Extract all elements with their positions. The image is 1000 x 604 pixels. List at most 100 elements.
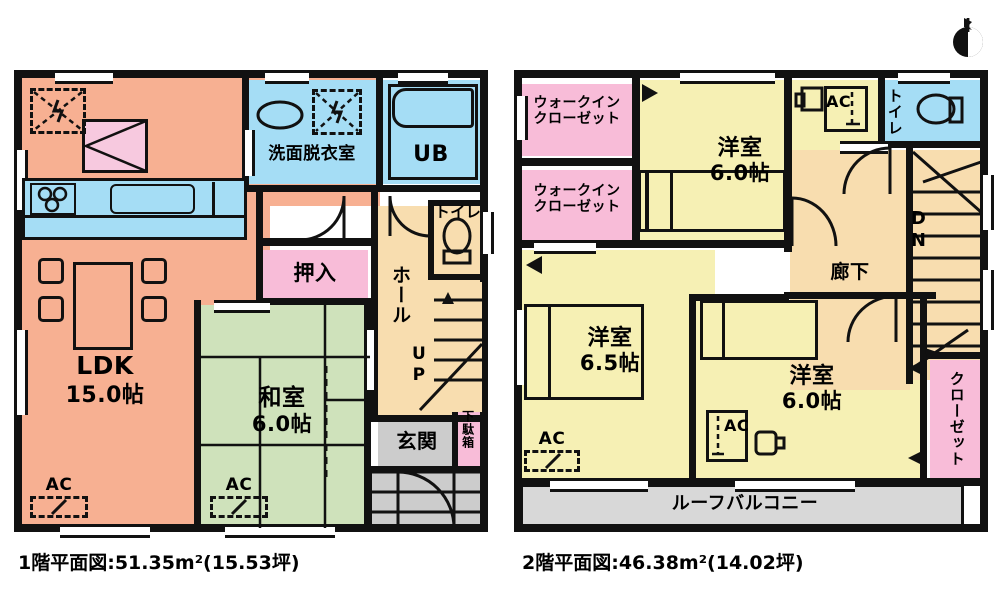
f2-balcony-fill xyxy=(522,486,962,526)
f2-ac-icon-bedroom-s xyxy=(708,412,746,460)
window-ldk-top-a xyxy=(55,70,113,84)
washroom-ac-marker-box xyxy=(312,89,362,135)
wall-hall-bottom xyxy=(371,415,488,422)
f2-wall-toilet-left xyxy=(878,74,885,148)
wall-toilet-left xyxy=(428,200,434,280)
f2-wic-lower-line2: クローゼット xyxy=(533,198,621,215)
shoe-cabinet-label: 下駄箱 xyxy=(460,409,475,449)
f2-window-bedroom-w-bottom xyxy=(550,478,648,492)
toilet-fixture-icon-f1 xyxy=(440,216,474,266)
f2-wall-bedroom-s-right xyxy=(920,294,927,480)
f2-door-toilet xyxy=(842,146,892,195)
oshiire-fill xyxy=(263,250,368,302)
kitchen-counter-lower xyxy=(22,218,247,240)
cabinet-box xyxy=(82,119,148,173)
ldk-label: LDK 15.0帖 xyxy=(50,352,160,409)
washitsu-label: 和室 6.0帖 xyxy=(232,385,332,438)
wall-hall-left xyxy=(371,192,378,422)
washitsu-sliding-divider xyxy=(324,366,328,478)
window-washitsu-top-a xyxy=(214,300,270,313)
f2-ac-label-bedroom-s: AC xyxy=(724,416,750,435)
f2-bedroom-west-label: 洋室 6.5帖 xyxy=(560,326,660,376)
f2-window-stairs-right-b xyxy=(980,270,994,330)
f2-toilet-label: トイレ xyxy=(885,88,904,136)
f2-window-toilet-top xyxy=(898,70,950,84)
bathtub xyxy=(392,88,474,128)
window-washroom-top xyxy=(265,70,309,84)
entrance-porch-fill xyxy=(370,472,482,530)
f2-wall-balcony-inner-l xyxy=(520,484,523,527)
washroom-label: 洗面脱衣室 xyxy=(268,144,356,164)
f2-window-wic-left xyxy=(514,96,528,140)
f2-stairs-treads xyxy=(912,150,982,380)
oshiire-label: 押入 xyxy=(293,261,337,285)
window-ub-top xyxy=(398,70,448,84)
dining-chair-1 xyxy=(38,258,64,284)
cabinet-fold-icon xyxy=(82,119,147,173)
dining-chair-3 xyxy=(141,258,167,284)
wall-oshiire-bottom xyxy=(256,298,378,305)
floor1-caption: 1階平面図:51.35m²(15.53坪) xyxy=(18,552,300,574)
floor1-plan: AC AC LDK 15.0帖 洗面脱衣室 UB トイレ 押入 ホール 和室 6… xyxy=(0,0,500,574)
f2-ac-box-bedroom-w xyxy=(524,450,580,472)
door-ldk-to-washroom xyxy=(299,195,346,242)
wall-shoe-left xyxy=(452,398,458,470)
f2-wall-bedroom-n-right xyxy=(784,74,792,252)
floor2-caption: 2階平面図:46.38m²(14.02坪) xyxy=(522,552,804,574)
window-ldk-left-b xyxy=(14,330,28,415)
kitchen-sink-box xyxy=(110,184,195,214)
f2-wic-lower-line1: ウォークイン xyxy=(533,183,621,199)
unit-bath-outline xyxy=(388,84,478,180)
wall-toilet-top xyxy=(428,200,486,206)
toilet-label-f1: トイレ xyxy=(434,203,482,221)
f2-wall-stairs-left xyxy=(906,148,913,384)
f2-bedroom-north-name: 洋室 xyxy=(717,136,763,161)
f2-ac-icon-bedroom-n xyxy=(826,88,866,130)
north-arrow-compass xyxy=(948,16,988,60)
stairs-up-label: UP xyxy=(408,344,429,386)
f2-chevron-closet-a xyxy=(906,358,926,378)
f2-bedroom-s-fixture xyxy=(754,430,786,458)
f2-outer-wall-left xyxy=(514,70,522,532)
f2-ac-label-bedroom-w: AC xyxy=(538,429,566,449)
washitsu-fill xyxy=(200,305,370,528)
ac-label-ldk: AC xyxy=(45,475,73,495)
f2-bedroom-w-closet xyxy=(524,304,644,400)
f2-ac-label-bedroom-n: AC xyxy=(826,92,852,111)
f2-wic-lower-fill xyxy=(522,170,632,242)
f2-bedroom-south-label: 洋室 6.0帖 xyxy=(762,364,862,414)
washitsu-tatami-lines xyxy=(200,305,370,528)
hall-label: ホール xyxy=(388,265,411,325)
wall-oshiire-top xyxy=(256,238,378,246)
f2-ac-icon-bedroom-w xyxy=(526,452,578,470)
washitsu-label-size: 6.0帖 xyxy=(251,411,313,436)
kitchen-counter-divider xyxy=(212,182,215,216)
f2-wall-bedroom-n-bottom xyxy=(632,240,792,248)
ac-marker-box-ldk xyxy=(30,496,88,518)
unit-bath-label: UB xyxy=(413,142,449,167)
f2-bedroom-s-closet xyxy=(700,300,818,360)
f2-balcony-label: ルーフバルコニー xyxy=(671,493,819,514)
ac-marker-icon-washitsu xyxy=(212,498,266,516)
f2-bedroom-west-size: 6.5帖 xyxy=(579,350,641,375)
stove-burner-icon xyxy=(32,185,74,213)
window-washroom-left xyxy=(242,130,255,176)
f2-wall-balcony-inner-r xyxy=(961,484,964,527)
washitsu-label-name: 和室 xyxy=(258,385,306,411)
f2-wic-upper-label: ウォークイン クローゼット xyxy=(524,95,630,127)
f2-window-bedroom-s-bottom xyxy=(735,478,855,492)
f2-wall-toilet-bottom xyxy=(878,141,988,148)
f2-bedroom-n-closet-div xyxy=(670,172,673,230)
dining-chair-4 xyxy=(141,296,167,322)
ac-marker-box-ldk-top xyxy=(30,88,86,134)
f2-wall-balcony-inner-b xyxy=(520,524,964,527)
f2-bedroom-n-sidepanel xyxy=(638,170,648,232)
f2-closet-fill xyxy=(930,360,982,478)
ac-marker-icon-ldk xyxy=(32,498,86,516)
f2-window-wic-bottom xyxy=(534,240,596,254)
outer-wall-left xyxy=(14,70,22,532)
wall-toilet-bottom xyxy=(428,274,486,280)
f2-toilet-fill xyxy=(882,80,982,146)
dining-chair-2 xyxy=(38,296,64,322)
f2-stairs-down-label: DN xyxy=(907,208,929,252)
